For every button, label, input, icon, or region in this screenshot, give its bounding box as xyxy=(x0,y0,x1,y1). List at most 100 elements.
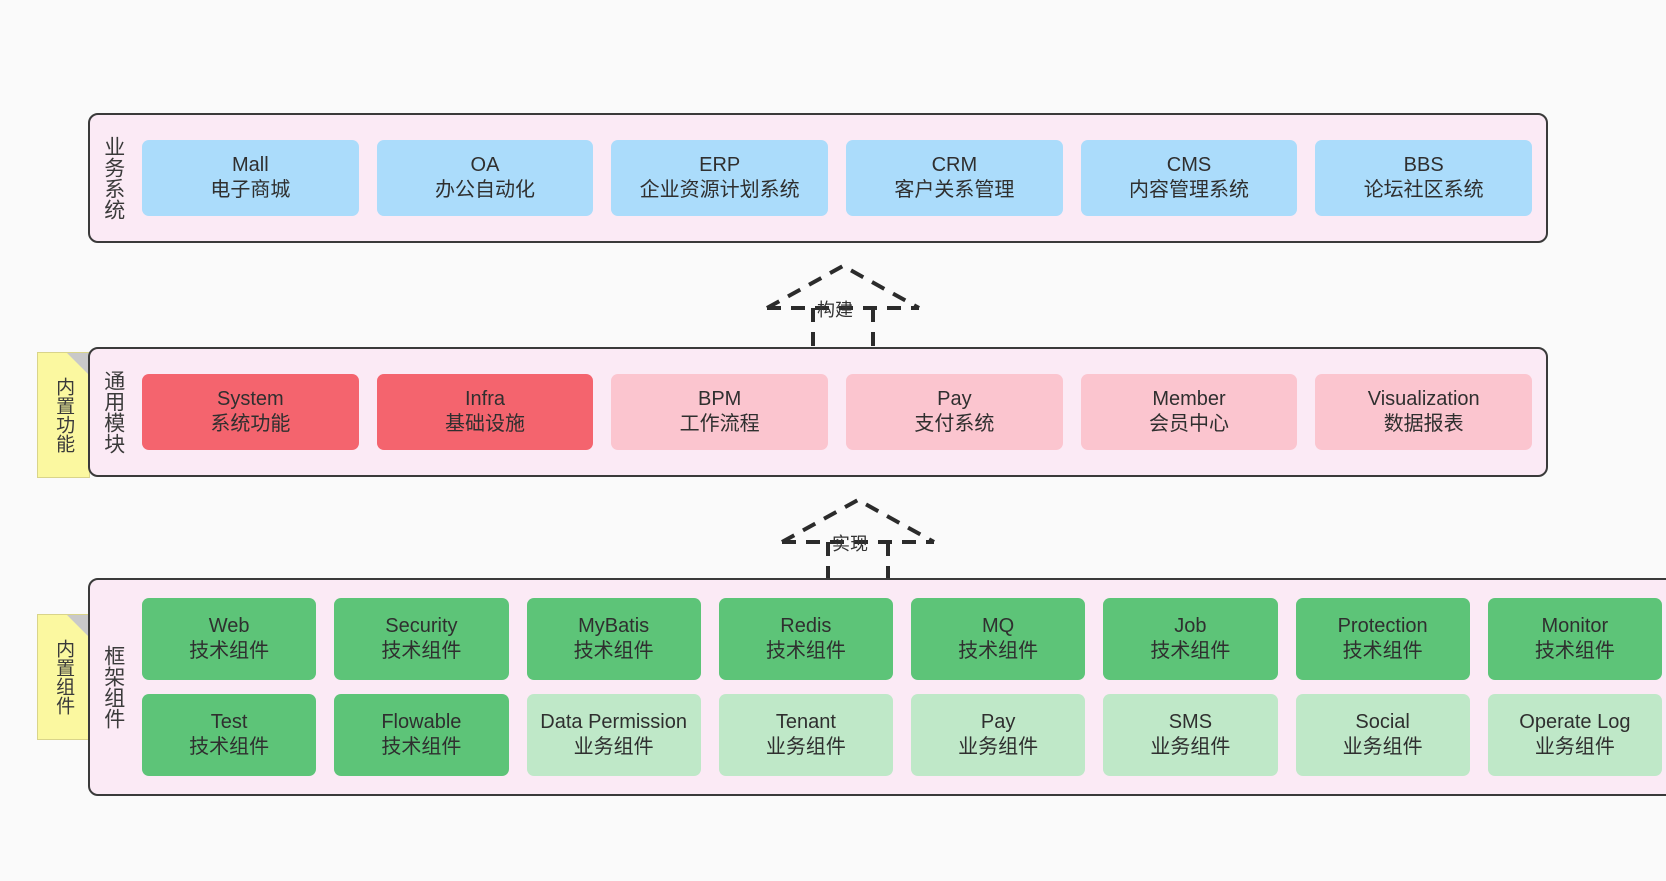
node-subtitle: 技术组件 xyxy=(1342,640,1423,662)
node-system[interactable]: System 系统功能 xyxy=(142,374,359,450)
node-subtitle: 系统功能 xyxy=(210,413,291,435)
node-title: Tenant xyxy=(775,711,836,733)
row-biz-components: Test 技术组件 Flowable 技术组件 Data Permission … xyxy=(142,694,1666,776)
note-fold-corner-icon xyxy=(67,353,89,375)
node-security[interactable]: Security 技术组件 xyxy=(334,598,509,680)
node-subtitle: 技术组件 xyxy=(189,640,270,662)
node-subtitle: 会员中心 xyxy=(1149,413,1230,435)
node-sms[interactable]: SMS 业务组件 xyxy=(1103,694,1278,776)
node-test[interactable]: Test 技术组件 xyxy=(142,694,317,776)
node-title: CRM xyxy=(931,154,978,176)
node-bbs[interactable]: BBS 论坛社区系统 xyxy=(1315,140,1533,216)
node-title: CMS xyxy=(1166,154,1212,176)
note-label: 内置功能 xyxy=(53,377,75,453)
node-monitor[interactable]: Monitor 技术组件 xyxy=(1487,598,1662,680)
node-subtitle: 内容管理系统 xyxy=(1129,179,1250,201)
node-title: Data Permission xyxy=(540,711,687,733)
row-tech-components: Web 技术组件 Security 技术组件 MyBatis 技术组件 Redi… xyxy=(142,598,1666,680)
node-social[interactable]: Social 业务组件 xyxy=(1295,694,1470,776)
connector-label-build: 构建 xyxy=(817,300,853,320)
node-erp[interactable]: ERP 企业资源计划系统 xyxy=(611,140,829,216)
node-subtitle: 客户关系管理 xyxy=(894,179,1015,201)
node-subtitle: 电子商城 xyxy=(210,179,291,201)
node-subtitle: 技术组件 xyxy=(381,640,462,662)
node-subtitle: 技术组件 xyxy=(381,736,462,758)
node-subtitle: 工作流程 xyxy=(679,413,760,435)
node-title: BBS xyxy=(1403,154,1444,176)
arrow-shaft xyxy=(826,542,890,582)
node-web[interactable]: Web 技术组件 xyxy=(142,598,317,680)
node-title: Protection xyxy=(1337,615,1428,637)
node-title: SMS xyxy=(1168,711,1213,733)
node-subtitle: 支付系统 xyxy=(914,413,995,435)
node-title: MyBatis xyxy=(578,615,650,637)
note-builtin-components: 内置组件 xyxy=(37,614,90,740)
node-oa[interactable]: OA 办公自动化 xyxy=(376,140,594,216)
connector-implement: 实现 xyxy=(770,492,960,582)
node-title: BPM xyxy=(698,388,742,410)
node-title: Pay xyxy=(980,711,1016,733)
node-subtitle: 业务组件 xyxy=(573,736,654,758)
node-title: System xyxy=(216,388,284,410)
node-title: Job xyxy=(1174,615,1207,637)
node-title: Flowable xyxy=(381,711,462,733)
row-common-modules: System 系统功能 Infra 基础设施 BPM 工作流程 Pay 支付系统… xyxy=(142,374,1546,450)
note-label: 内置组件 xyxy=(53,639,75,715)
node-crm[interactable]: CRM 客户关系管理 xyxy=(846,140,1063,216)
row-business-systems: Mall 电子商城 OA 办公自动化 ERP 企业资源计划系统 CRM 客户关系… xyxy=(142,140,1546,216)
note-fold-corner-icon xyxy=(67,615,89,637)
node-subtitle: 技术组件 xyxy=(189,736,270,758)
node-pay-component[interactable]: Pay 业务组件 xyxy=(911,694,1086,776)
layer-title-framework-component: 框架组件 xyxy=(101,645,125,729)
node-mybatis[interactable]: MyBatis 技术组件 xyxy=(526,598,701,680)
node-subtitle: 业务组件 xyxy=(958,736,1039,758)
node-subtitle: 技术组件 xyxy=(573,640,654,662)
node-operate-log[interactable]: Operate Log 业务组件 xyxy=(1487,694,1662,776)
node-subtitle: 业务组件 xyxy=(1150,736,1231,758)
node-redis[interactable]: Redis 技术组件 xyxy=(718,598,893,680)
node-cms[interactable]: CMS 内容管理系统 xyxy=(1080,140,1298,216)
arrow-head-open-triangle xyxy=(781,497,935,544)
node-title: Operate Log xyxy=(1519,711,1631,733)
node-title: Member xyxy=(1152,388,1226,410)
arrow-shaft xyxy=(811,308,875,348)
node-job[interactable]: Job 技术组件 xyxy=(1103,598,1278,680)
node-subtitle: 数据报表 xyxy=(1383,413,1464,435)
layer-framework-component: 框架组件 Web 技术组件 Security 技术组件 MyBatis 技术组件… xyxy=(88,578,1666,796)
node-subtitle: 技术组件 xyxy=(1150,640,1231,662)
arrow-head-open-triangle xyxy=(766,263,920,310)
node-title: Redis xyxy=(780,615,832,637)
node-title: Pay xyxy=(937,388,972,410)
layer-title-business-system: 业务系统 xyxy=(101,136,125,220)
layer-common-module: 通用模块 System 系统功能 Infra 基础设施 BPM 工作流程 Pay… xyxy=(88,347,1548,477)
node-title: ERP xyxy=(699,154,741,176)
connector-label-implement: 实现 xyxy=(832,534,868,554)
node-title: Social xyxy=(1355,711,1410,733)
node-mq[interactable]: MQ 技术组件 xyxy=(911,598,1086,680)
node-infra[interactable]: Infra 基础设施 xyxy=(376,374,594,450)
node-title: Test xyxy=(210,711,248,733)
connector-build: 构建 xyxy=(755,258,945,348)
node-subtitle: 技术组件 xyxy=(765,640,846,662)
node-flowable[interactable]: Flowable 技术组件 xyxy=(334,694,509,776)
node-mall[interactable]: Mall 电子商城 xyxy=(142,140,359,216)
node-subtitle: 技术组件 xyxy=(1534,640,1615,662)
node-pay[interactable]: Pay 支付系统 xyxy=(846,374,1063,450)
node-subtitle: 企业资源计划系统 xyxy=(639,179,800,201)
note-builtin-features: 内置功能 xyxy=(37,352,90,478)
node-member[interactable]: Member 会员中心 xyxy=(1080,374,1298,450)
node-visualization[interactable]: Visualization 数据报表 xyxy=(1315,374,1533,450)
node-title: MQ xyxy=(982,615,1015,637)
node-data-permission[interactable]: Data Permission 业务组件 xyxy=(526,694,701,776)
node-protection[interactable]: Protection 技术组件 xyxy=(1295,598,1470,680)
node-bpm[interactable]: BPM 工作流程 xyxy=(611,374,829,450)
layer-body-business-system: Mall 电子商城 OA 办公自动化 ERP 企业资源计划系统 CRM 客户关系… xyxy=(136,115,1546,241)
node-title: Mall xyxy=(232,154,269,176)
node-title: Web xyxy=(208,615,250,637)
node-title: Security xyxy=(385,615,458,637)
node-subtitle: 办公自动化 xyxy=(435,179,535,201)
node-subtitle: 业务组件 xyxy=(1534,736,1615,758)
node-tenant[interactable]: Tenant 业务组件 xyxy=(718,694,893,776)
node-title: Monitor xyxy=(1541,615,1609,637)
